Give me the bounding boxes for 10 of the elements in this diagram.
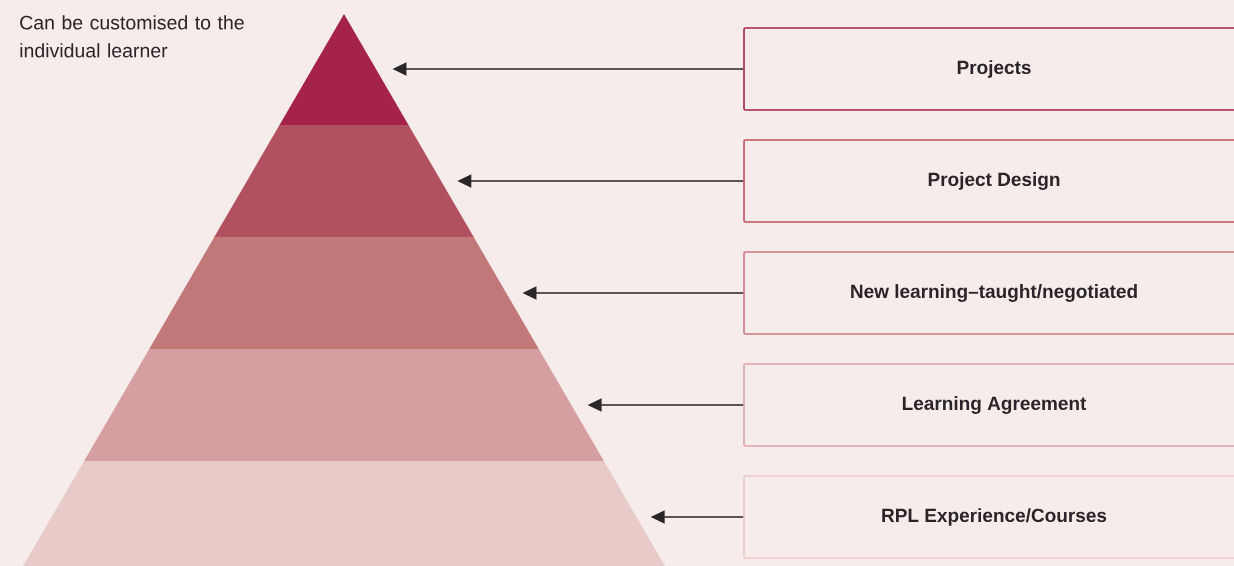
note-text: Can be customised to the individual learner (20, 15, 244, 58)
pyramid-tier (84, 349, 604, 461)
label-box: Learning Agreement (743, 363, 1234, 447)
pyramid-tier (214, 125, 474, 237)
pyramid-tier (279, 14, 409, 125)
label-box: RPL Experience/Courses (743, 475, 1234, 559)
label-box: Projects (743, 27, 1234, 111)
label-box: Project Design (743, 139, 1234, 223)
label-box: New learning–taught/negotiated (743, 251, 1234, 335)
pyramid-tier (149, 237, 539, 349)
